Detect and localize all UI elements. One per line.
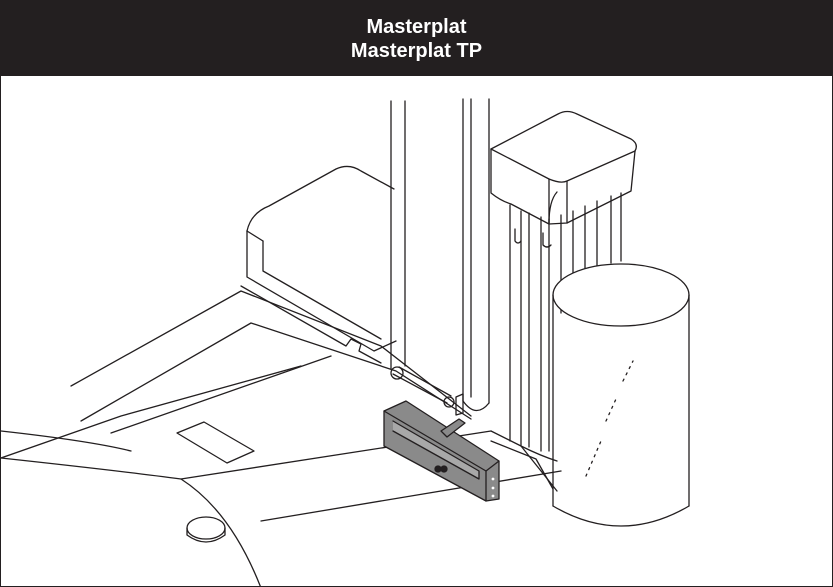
load-cylinder: [552, 263, 690, 527]
highlighted-bracket: [383, 400, 500, 502]
turntable-knob: [186, 516, 226, 543]
turntable-base: [1, 290, 562, 586]
carriage-head: [490, 110, 637, 225]
motor-housing: [240, 165, 397, 364]
mast-base-plate: [490, 430, 558, 492]
title-line-2: Masterplat TP: [350, 39, 483, 62]
platform-label-plate: [176, 421, 255, 464]
figure-header: Masterplat Masterplat TP: [1, 1, 832, 76]
title-line-1: Masterplat: [366, 15, 467, 38]
connecting-rod: [390, 366, 464, 416]
mast-column: [390, 98, 490, 412]
machine-illustration: [1, 98, 690, 586]
